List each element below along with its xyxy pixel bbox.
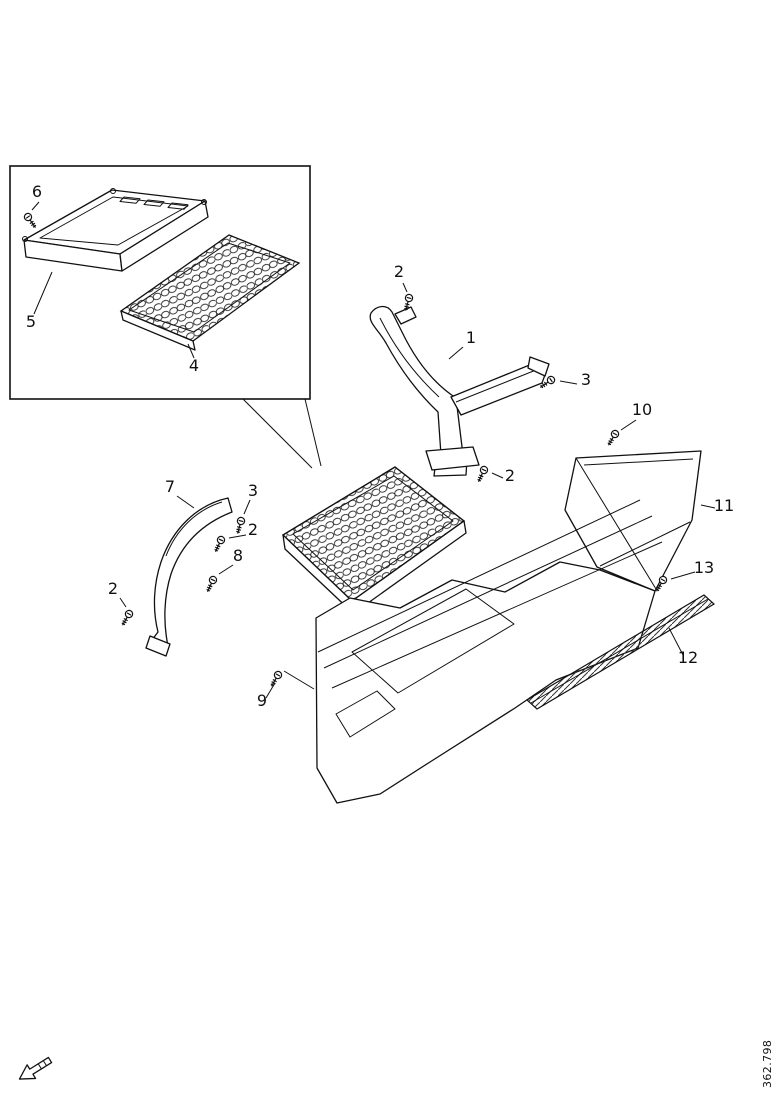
callout-2-top: 2 bbox=[394, 262, 404, 281]
callout-1: 1 bbox=[466, 328, 476, 347]
callout-4: 4 bbox=[189, 356, 199, 375]
screw-icon bbox=[211, 534, 227, 554]
callout-10: 10 bbox=[632, 400, 652, 419]
callout-leader-lines bbox=[119, 282, 716, 699]
part-lower-body-panel bbox=[315, 499, 663, 804]
part-11-quarter-panel bbox=[564, 450, 702, 592]
screw-icon bbox=[474, 464, 490, 484]
inset-detail-box bbox=[9, 165, 311, 400]
screw-icon bbox=[118, 608, 135, 628]
screw-icon bbox=[203, 574, 219, 594]
screw-icon bbox=[604, 428, 621, 448]
inset-pointer-lines bbox=[242, 398, 322, 469]
part-7-side-bracket bbox=[145, 497, 233, 657]
part-1-support-bracket bbox=[369, 305, 550, 477]
callout-2-far-left: 2 bbox=[108, 579, 118, 598]
callout-5: 5 bbox=[26, 312, 36, 331]
callout-2-left: 2 bbox=[248, 520, 258, 539]
callout-labels: 6 5 4 2 1 3 2 10 11 13 12 7 3 2 8 2 9 bbox=[26, 182, 734, 710]
callout-11: 11 bbox=[714, 496, 734, 515]
part-4-tread-plate-inset bbox=[119, 234, 301, 351]
screw-icon bbox=[267, 669, 284, 689]
inset-leader-lines bbox=[31, 201, 195, 359]
part-5-tray bbox=[22, 188, 209, 272]
callout-9: 9 bbox=[257, 691, 267, 710]
figure-number: 362.798 bbox=[761, 1040, 774, 1088]
callout-8: 8 bbox=[233, 546, 243, 565]
screw-icon bbox=[233, 515, 247, 536]
part-12-sill-trim-strip bbox=[525, 594, 716, 710]
direction-arrow-icon bbox=[18, 1056, 53, 1080]
callout-7: 7 bbox=[165, 477, 175, 496]
callout-13: 13 bbox=[694, 558, 714, 577]
callout-2-mid: 2 bbox=[505, 466, 515, 485]
callout-12: 12 bbox=[678, 648, 698, 667]
callout-6: 6 bbox=[32, 182, 42, 201]
callout-3-right: 3 bbox=[581, 370, 591, 389]
callout-3-left: 3 bbox=[248, 481, 258, 500]
part-tread-step-plate bbox=[281, 466, 467, 615]
